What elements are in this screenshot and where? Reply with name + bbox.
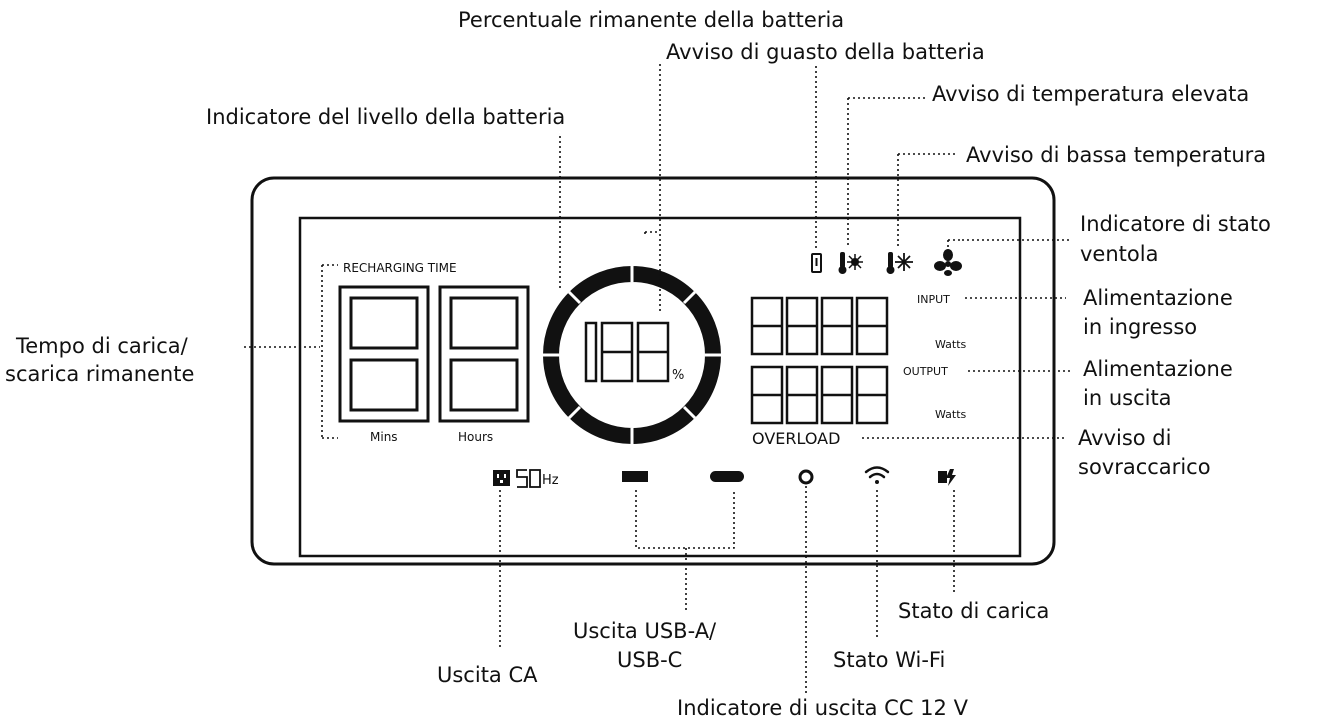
hz-label: Hz bbox=[542, 473, 559, 488]
callout-output-power-line2: in uscita bbox=[1083, 386, 1172, 410]
output-watts-label: Watts bbox=[935, 408, 967, 421]
callout-wifi-status: Stato Wi-Fi bbox=[833, 648, 946, 672]
callout-high-temperature: Avviso di temperatura elevata bbox=[932, 82, 1250, 106]
recharging-time-label: RECHARGING TIME bbox=[343, 261, 457, 275]
low-temperature-icon bbox=[886, 252, 913, 274]
charging-icon bbox=[938, 469, 956, 486]
wifi-icon bbox=[864, 466, 890, 484]
callout-ac-output: Uscita CA bbox=[437, 663, 538, 687]
callout-output-power-line1: Alimentazione bbox=[1083, 357, 1233, 381]
callout-low-temperature: Avviso di bassa temperatura bbox=[966, 143, 1267, 167]
callout-dc-output: Indicatore di uscita CC 12 V bbox=[677, 696, 968, 720]
high-temperature-icon bbox=[838, 252, 863, 274]
battery-percent-digits bbox=[584, 321, 670, 383]
callout-remaining-time-line1: Tempo di carica/ bbox=[16, 334, 188, 358]
lcd-screen bbox=[298, 216, 1022, 558]
overload-label: OVERLOAD bbox=[752, 429, 841, 448]
usb-c-icon bbox=[710, 471, 744, 482]
callout-remaining-time-line2: scarica rimanente bbox=[5, 362, 195, 386]
callout-input-power-line1: Alimentazione bbox=[1083, 286, 1233, 310]
fan-icon bbox=[934, 249, 962, 276]
hours-label: Hours bbox=[458, 430, 494, 444]
callout-battery-fault: Avviso di guasto della batteria bbox=[666, 40, 985, 64]
callout-fan-status-line2: ventola bbox=[1080, 242, 1159, 266]
callout-overload-line2: sovraccarico bbox=[1078, 455, 1211, 479]
input-watt-digits bbox=[750, 296, 889, 356]
ac-frequency-value: 50 bbox=[516, 469, 539, 490]
callout-usb-output-line2: USB-C bbox=[617, 648, 683, 672]
mins-label: Mins bbox=[370, 430, 398, 444]
callout-input-power-line2: in ingresso bbox=[1083, 315, 1198, 339]
battery-level-ring bbox=[543, 266, 721, 444]
ac-outlet-icon bbox=[493, 470, 510, 486]
callout-battery-percentage: Percentuale rimanente della batteria bbox=[458, 8, 845, 32]
percent-sign: % bbox=[672, 368, 685, 383]
callout-charge-status: Stato di carica bbox=[898, 599, 1050, 623]
ac-frequency-digits bbox=[516, 469, 541, 488]
input-label: INPUT bbox=[917, 293, 950, 306]
remaining-time-digits bbox=[338, 285, 530, 423]
usb-a-icon bbox=[622, 471, 648, 482]
output-watt-digits bbox=[750, 365, 889, 425]
battery-fault-icon bbox=[811, 253, 822, 273]
callout-overload-line1: Avviso di bbox=[1078, 426, 1172, 450]
callout-fan-status-line1: Indicatore di stato bbox=[1080, 212, 1271, 236]
dc-output-icon bbox=[798, 469, 814, 485]
callout-usb-output-line1: Uscita USB-A/ bbox=[573, 619, 717, 643]
output-label: OUTPUT bbox=[903, 365, 948, 378]
input-watts-label: Watts bbox=[935, 338, 967, 351]
callout-battery-level: Indicatore del livello della batteria bbox=[206, 105, 566, 129]
